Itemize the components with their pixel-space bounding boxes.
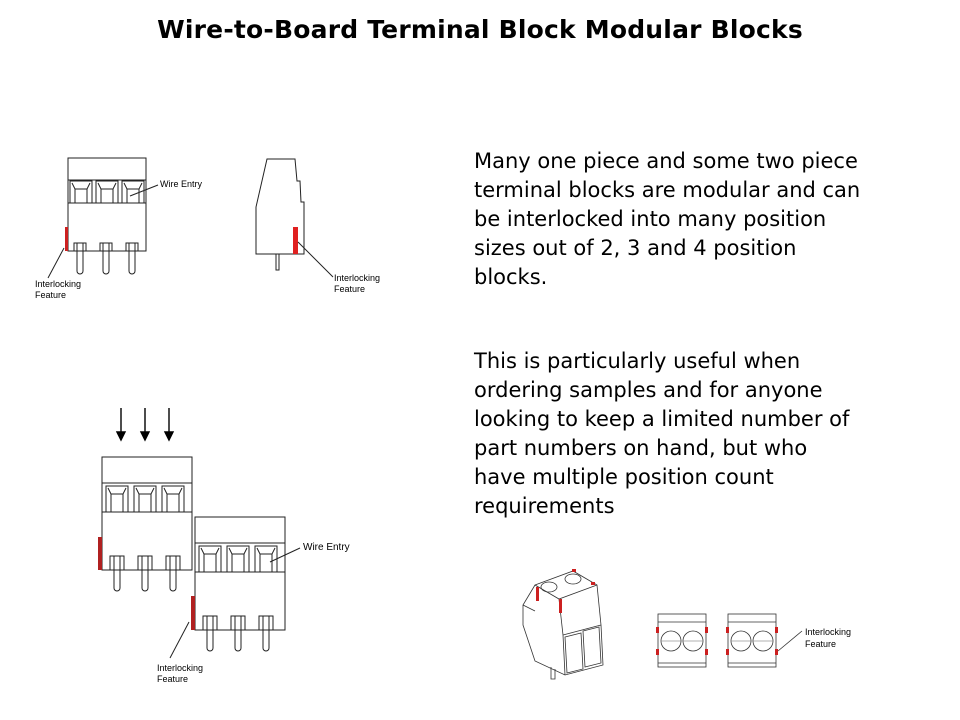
text-line: terminal blocks are modular and can bbox=[474, 178, 861, 202]
interlock-feature-marker bbox=[65, 227, 68, 251]
text-line: looking to keep a limited number of bbox=[474, 407, 850, 431]
interlocking-label-line2: Feature bbox=[35, 290, 66, 300]
leader-line bbox=[297, 241, 334, 278]
stacked-blocks-diagram: Wire Entry Interlocking Feature bbox=[98, 408, 350, 684]
insertion-arrows bbox=[115, 408, 175, 442]
interlock-feature-marker bbox=[591, 582, 595, 585]
lower-block bbox=[191, 516, 286, 652]
wire-entry-slots bbox=[69, 180, 145, 204]
leader-line bbox=[269, 547, 301, 563]
leader-line bbox=[169, 621, 190, 659]
top-view-block bbox=[726, 613, 778, 668]
wire-entry-label: Wire Entry bbox=[303, 542, 350, 553]
slide-title: Wire-to-Board Terminal Block Modular Blo… bbox=[157, 15, 803, 44]
interlocking-label-line1: Interlocking bbox=[35, 279, 81, 289]
interlock-feature-marker bbox=[572, 569, 576, 572]
interlocking-label-line2: Feature bbox=[157, 674, 188, 684]
text-line: blocks. bbox=[474, 265, 548, 289]
interlock-feature-marker bbox=[293, 227, 298, 254]
interlock-feature-marker bbox=[559, 599, 562, 613]
upper-block bbox=[98, 456, 193, 592]
text-line: sizes out of 2, 3 and 4 position bbox=[474, 236, 797, 260]
leader-line bbox=[47, 247, 65, 279]
interlock-feature-marker bbox=[98, 537, 102, 570]
leader-line bbox=[129, 184, 159, 197]
interlock-feature-marker bbox=[191, 596, 195, 630]
top-views-diagram: Interlocking Feature bbox=[656, 613, 851, 668]
text-line: ordering samples and for anyone bbox=[474, 378, 823, 402]
text-line: This is particularly useful when bbox=[474, 349, 801, 373]
wire-entry-label: Wire Entry bbox=[160, 179, 203, 189]
interlocking-label-line1: Interlocking bbox=[157, 663, 203, 673]
leader-line bbox=[777, 630, 803, 652]
top-view-block bbox=[656, 613, 708, 668]
isometric-block-diagram bbox=[522, 569, 604, 680]
text-line: part numbers on hand, but who bbox=[474, 436, 808, 460]
front-view-diagram: Wire Entry Interlocking Feature bbox=[35, 157, 203, 300]
interlocking-label-line1: Interlocking bbox=[334, 273, 380, 283]
paragraph-modular: Many one piece and some two piece termin… bbox=[474, 147, 860, 292]
interlocking-label-line2: Feature bbox=[334, 284, 365, 294]
text-line: have multiple position count bbox=[474, 465, 774, 489]
side-view-diagram: Interlocking Feature bbox=[255, 158, 380, 294]
interlock-feature-marker bbox=[536, 587, 539, 601]
text-line: be interlocked into many position bbox=[474, 207, 827, 231]
paragraph-usefulness: This is particularly useful when orderin… bbox=[474, 347, 849, 521]
text-line: requirements bbox=[474, 494, 615, 518]
pins bbox=[73, 242, 139, 275]
interlocking-label-line1: Interlocking bbox=[805, 627, 851, 637]
text-line: Many one piece and some two piece bbox=[474, 149, 858, 173]
interlocking-label-line2: Feature bbox=[805, 639, 836, 649]
